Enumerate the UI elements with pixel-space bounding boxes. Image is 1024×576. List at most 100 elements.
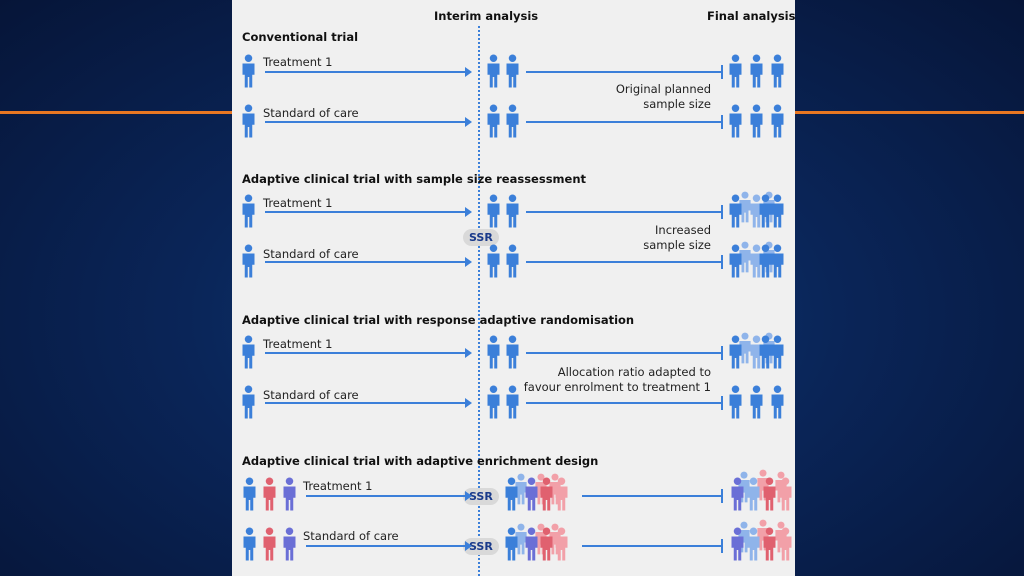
arrow-line [306, 491, 472, 501]
diagram-panel: Interim analysis Final analysis Conventi… [232, 0, 795, 576]
interim-divider [478, 26, 480, 576]
person-icon [739, 191, 751, 223]
person-icon [750, 104, 763, 138]
person-icon [487, 104, 500, 138]
row-label-standard-of-care: Standard of care [303, 529, 399, 543]
person-icon [242, 54, 255, 88]
stop-line [582, 489, 723, 503]
arrow-line [265, 67, 472, 77]
person-icon [506, 385, 519, 419]
person-icon [242, 385, 255, 419]
person-icon [242, 244, 255, 278]
person-icon [505, 477, 518, 511]
row-label-standard-of-care: Standard of care [263, 388, 359, 402]
person-icon [729, 244, 742, 278]
person-icon [506, 194, 519, 228]
stop-line [526, 65, 723, 79]
person-icon [771, 194, 784, 228]
person-icon [759, 335, 772, 369]
person-icon [487, 244, 500, 278]
note-allocation-ratio: Allocation ratio adapted to favour enrol… [523, 365, 711, 394]
person-icon [540, 477, 553, 511]
person-icon [487, 194, 500, 228]
person-icon [759, 244, 772, 278]
note-original-sample-size: Original planned sample size [615, 82, 711, 111]
section-title-response-adaptive-randomisation: Adaptive clinical trial with response ad… [242, 313, 635, 327]
person-icon [763, 527, 776, 561]
orange-rule-left [0, 111, 232, 114]
person-icon [506, 104, 519, 138]
person-icon [242, 194, 255, 228]
person-icon [729, 385, 742, 419]
note-increased-sample-size: Increased sample size [643, 223, 711, 252]
person-icon [771, 54, 784, 88]
person-icon [242, 104, 255, 138]
person-icon [263, 527, 276, 561]
person-icon [540, 527, 553, 561]
person-icon [525, 527, 538, 561]
stop-line [526, 115, 723, 129]
row-label-treatment: Treatment 1 [263, 337, 333, 351]
person-icon [771, 244, 784, 278]
person-icon [525, 477, 538, 511]
person-icon [750, 385, 763, 419]
final-analysis-header: Final analysis [707, 9, 795, 23]
section-title-conventional: Conventional trial [242, 30, 359, 44]
arrow-line [265, 257, 472, 267]
person-icon [487, 54, 500, 88]
person-icon [487, 385, 500, 419]
person-icon [779, 477, 792, 511]
row-label-standard-of-care: Standard of care [263, 106, 359, 120]
person-icon [263, 477, 276, 511]
person-icon [506, 244, 519, 278]
person-icon [739, 332, 751, 364]
person-icon [729, 194, 742, 228]
arrow-line [306, 541, 472, 551]
orange-rule-right [795, 111, 1024, 114]
person-icon [771, 335, 784, 369]
person-icon [243, 477, 256, 511]
person-icon [729, 104, 742, 138]
person-icon [731, 527, 744, 561]
row-label-treatment: Treatment 1 [263, 196, 333, 210]
person-icon [555, 527, 568, 561]
person-icon [747, 527, 760, 561]
arrow-line [265, 348, 472, 358]
person-icon [771, 104, 784, 138]
section-title-sample-size-reassessment: Adaptive clinical trial with sample size… [242, 172, 587, 186]
person-icon [747, 477, 760, 511]
stop-line [526, 396, 723, 410]
person-icon [505, 527, 518, 561]
person-icon [555, 477, 568, 511]
ssr-badge: SSR [463, 229, 499, 247]
person-icon [750, 54, 763, 88]
person-icon [283, 527, 296, 561]
person-icon [739, 241, 751, 273]
row-label-standard-of-care: Standard of care [263, 247, 359, 261]
person-icon [242, 335, 255, 369]
person-icon [487, 335, 500, 369]
person-icon [515, 523, 527, 555]
person-icon [506, 54, 519, 88]
interim-analysis-header: Interim analysis [434, 9, 539, 23]
person-icon [515, 473, 527, 505]
person-icon [763, 477, 776, 511]
arrow-line [265, 398, 472, 408]
person-icon [506, 335, 519, 369]
arrow-line [265, 117, 472, 127]
section-title-adaptive-enrichment: Adaptive clinical trial with adaptive en… [242, 454, 599, 468]
person-icon [771, 385, 784, 419]
person-icon [729, 54, 742, 88]
person-icon [729, 335, 742, 369]
row-label-treatment: Treatment 1 [263, 55, 333, 69]
person-icon [283, 477, 296, 511]
person-icon [779, 527, 792, 561]
person-icon [731, 477, 744, 511]
stop-line [526, 346, 723, 360]
stop-line [526, 205, 723, 219]
person-icon [759, 194, 772, 228]
stop-line [526, 255, 723, 269]
row-label-treatment: Treatment 1 [303, 479, 373, 493]
person-icon [243, 527, 256, 561]
stop-line [582, 539, 723, 553]
